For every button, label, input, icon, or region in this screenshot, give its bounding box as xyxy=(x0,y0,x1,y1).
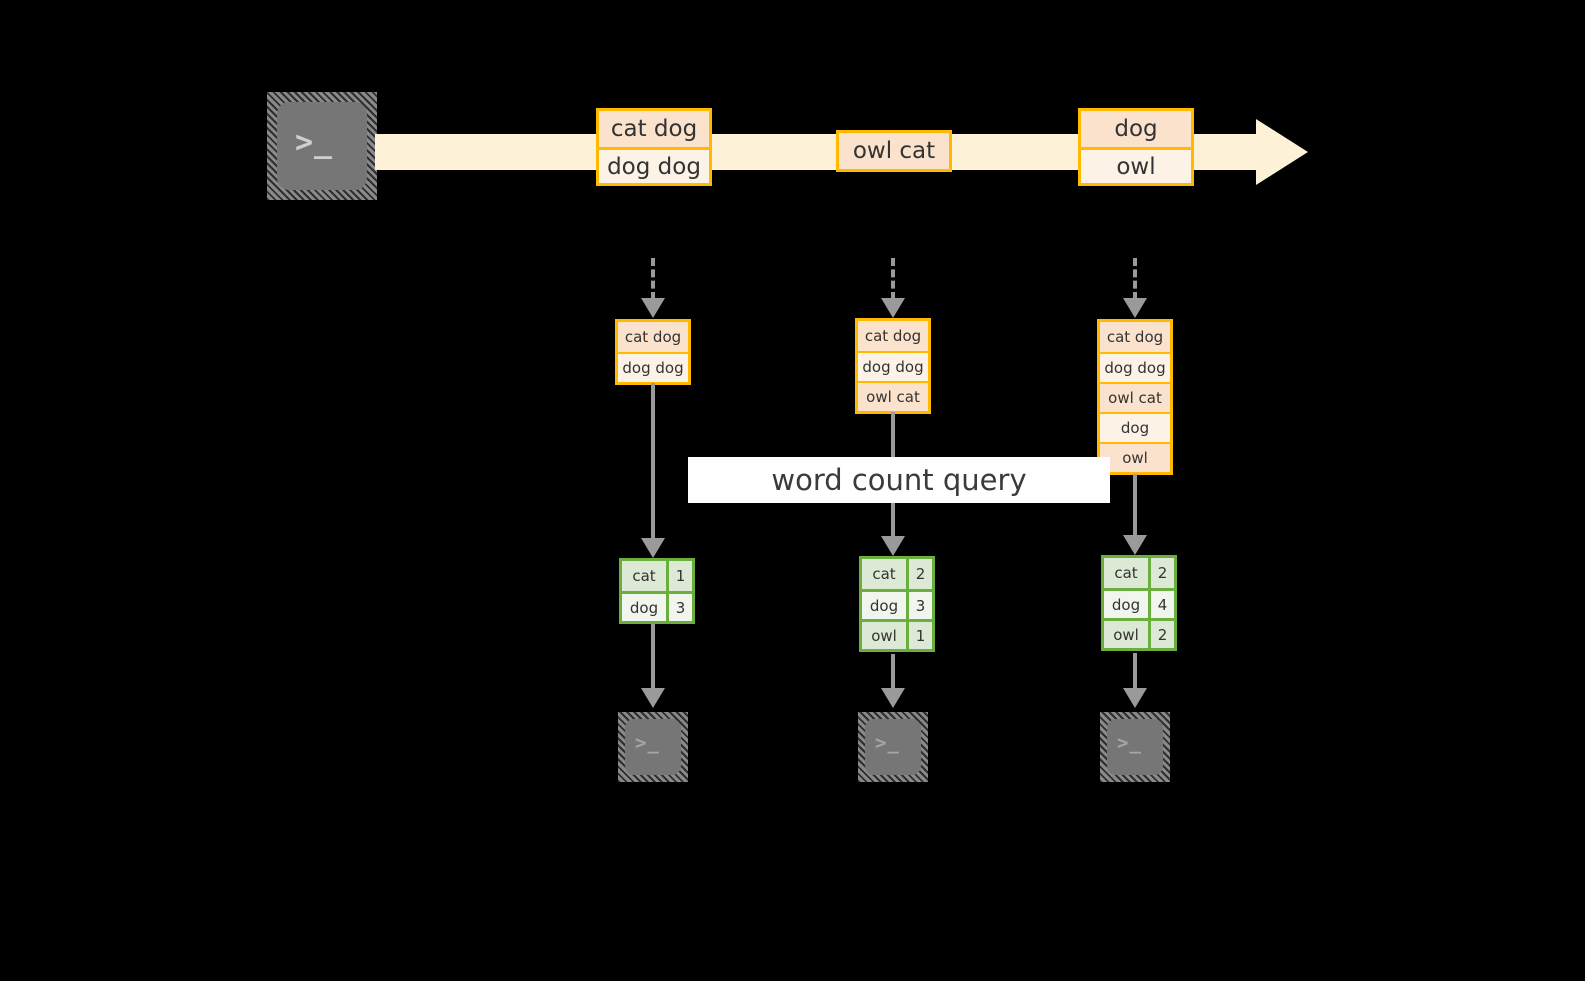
snapshot-2-query-arrowhead xyxy=(881,536,905,556)
table-row: owl 2 xyxy=(1104,618,1174,648)
snapshot-1-input-table: cat dog dog dog xyxy=(615,319,691,385)
snapshot-3-count-1: 2 xyxy=(1148,558,1174,588)
snapshot-2-input-line-2: dog dog xyxy=(858,351,928,381)
snapshot-3-intake-arrowhead xyxy=(1123,298,1147,318)
snapshot-3-input-line-4: dog xyxy=(1100,412,1170,442)
snapshot-3-sink-line xyxy=(1133,653,1137,692)
snapshot-3-input-line-3: owl cat xyxy=(1100,382,1170,412)
snapshot-1-count-1: 1 xyxy=(666,561,692,591)
snapshot-1-word-2: dog xyxy=(622,594,666,621)
snapshot-3-result-table: cat 2 dog 4 owl 2 xyxy=(1101,555,1177,651)
stream-batch-3: dog owl xyxy=(1078,108,1194,186)
table-row: dog 4 xyxy=(1104,588,1174,618)
source-terminal-icon: >_ xyxy=(267,92,377,200)
snapshot-3-word-3: owl xyxy=(1104,621,1148,648)
snapshot-3-input-table: cat dog dog dog owl cat dog owl xyxy=(1097,319,1173,475)
snapshot-1-sink-arrowhead xyxy=(641,688,665,708)
snapshot-2-word-2: dog xyxy=(862,592,906,619)
table-row: cat 2 xyxy=(1104,558,1174,588)
stream-ribbon-arrowhead xyxy=(1256,119,1308,185)
snapshot-3-input-line-5: owl xyxy=(1100,442,1170,472)
snapshot-3-word-2: dog xyxy=(1104,591,1148,618)
snapshot-3-query-line xyxy=(1133,474,1137,542)
stream-batch-1-line-1: cat dog xyxy=(599,111,709,147)
snapshot-2-count-3: 1 xyxy=(906,622,932,649)
snapshot-1-count-2: 3 xyxy=(666,594,692,621)
snapshot-1-input-line-1: cat dog xyxy=(618,322,688,352)
snapshot-2-intake-arrowhead xyxy=(881,298,905,318)
table-row: owl 1 xyxy=(862,619,932,649)
snapshot-2-sink-terminal-icon: >_ xyxy=(858,712,928,782)
snapshot-3-input-line-1: cat dog xyxy=(1100,322,1170,352)
snapshot-3-count-2: 4 xyxy=(1148,591,1174,618)
snapshot-3-input-line-2: dog dog xyxy=(1100,352,1170,382)
terminal-prompt-glyph: >_ xyxy=(1117,732,1142,754)
snapshot-3-intake-line xyxy=(1133,258,1137,300)
snapshot-1-result-table: cat 1 dog 3 xyxy=(619,558,695,624)
table-row: cat 2 xyxy=(862,559,932,589)
snapshot-2-sink-line xyxy=(891,654,895,692)
terminal-prompt-glyph: >_ xyxy=(635,732,660,754)
terminal-prompt-glyph: >_ xyxy=(875,732,900,754)
snapshot-2-result-table: cat 2 dog 3 owl 1 xyxy=(859,556,935,652)
terminal-body xyxy=(277,102,367,190)
snapshot-3-query-arrowhead xyxy=(1123,535,1147,555)
stream-batch-2-line-1: owl cat xyxy=(839,133,949,169)
snapshot-3-sink-arrowhead xyxy=(1123,688,1147,708)
snapshot-1-input-line-2: dog dog xyxy=(618,352,688,382)
stream-batch-1: cat dog dog dog xyxy=(596,108,712,186)
snapshot-3-sink-terminal-icon: >_ xyxy=(1100,712,1170,782)
query-label-text: word count query xyxy=(771,463,1027,497)
stream-batch-1-line-2: dog dog xyxy=(599,147,709,183)
stream-batch-3-line-1: dog xyxy=(1081,111,1191,147)
stream-batch-3-line-2: owl xyxy=(1081,147,1191,183)
snapshot-2-word-1: cat xyxy=(862,559,906,589)
snapshot-2-count-1: 2 xyxy=(906,559,932,589)
stream-batch-2: owl cat xyxy=(836,130,952,172)
snapshot-1-word-1: cat xyxy=(622,561,666,591)
query-label-band: word count query xyxy=(688,457,1110,503)
snapshot-2-count-2: 3 xyxy=(906,592,932,619)
snapshot-3-word-1: cat xyxy=(1104,558,1148,588)
terminal-body xyxy=(625,719,681,775)
snapshot-1-intake-arrowhead xyxy=(641,298,665,318)
snapshot-2-intake-line xyxy=(891,258,895,300)
terminal-prompt-glyph: >_ xyxy=(295,125,334,160)
snapshot-1-query-line xyxy=(651,383,655,543)
snapshot-3-count-3: 2 xyxy=(1148,621,1174,648)
table-row: cat 1 xyxy=(622,561,692,591)
snapshot-2-word-3: owl xyxy=(862,622,906,649)
snapshot-2-input-line-3: owl cat xyxy=(858,381,928,411)
snapshot-2-input-table: cat dog dog dog owl cat xyxy=(855,318,931,414)
terminal-body xyxy=(865,719,921,775)
snapshot-1-sink-terminal-icon: >_ xyxy=(618,712,688,782)
snapshot-1-sink-line xyxy=(651,624,655,692)
table-row: dog 3 xyxy=(862,589,932,619)
snapshot-1-intake-line xyxy=(651,258,655,300)
snapshot-1-query-arrowhead xyxy=(641,538,665,558)
snapshot-2-sink-arrowhead xyxy=(881,688,905,708)
snapshot-2-input-line-1: cat dog xyxy=(858,321,928,351)
table-row: dog 3 xyxy=(622,591,692,621)
terminal-body xyxy=(1107,719,1163,775)
